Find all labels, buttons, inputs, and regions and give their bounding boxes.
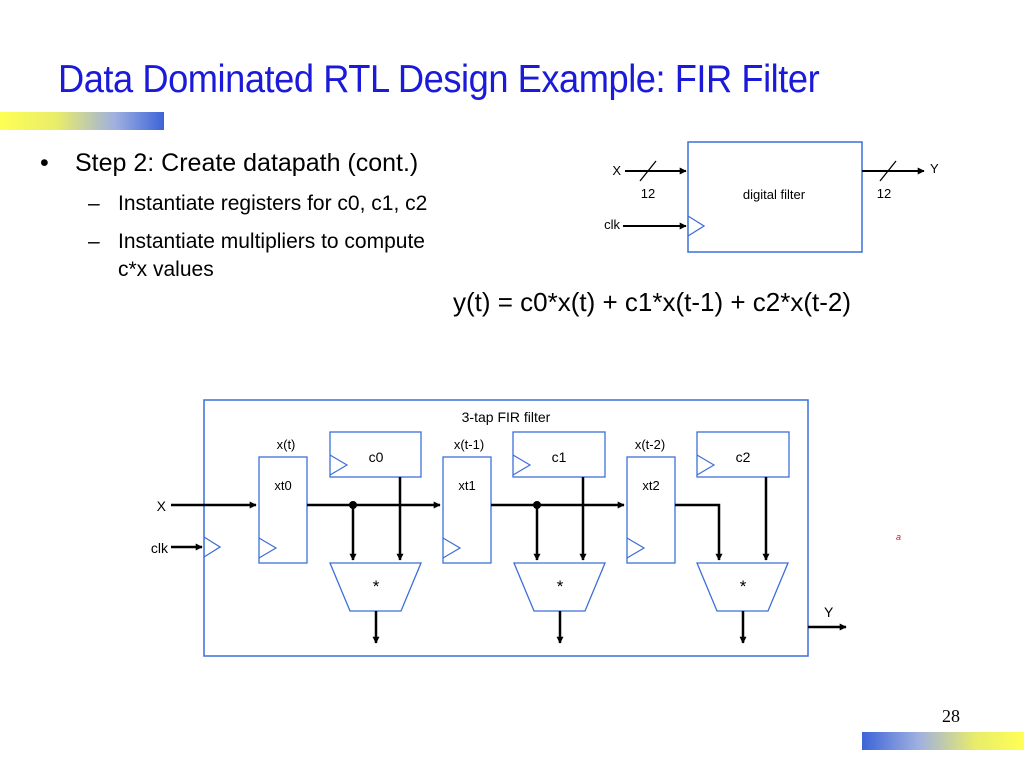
clock-triangle-icon [696, 454, 716, 476]
signal-xt-label: x(t) [277, 437, 296, 452]
slide-title: Data Dominated RTL Design Example: FIR F… [58, 58, 820, 101]
multiplier-0 [329, 562, 422, 612]
multiplier-2 [696, 562, 789, 612]
register-xt0-label: xt0 [274, 478, 291, 493]
bullet-list: • Step 2: Create datapath (cont.) – Inst… [30, 146, 450, 284]
x-input-label: X [612, 163, 621, 178]
clock-triangle-icon [203, 536, 222, 558]
sub-bullet-text: Instantiate multipliers to compute c*x v… [118, 230, 425, 281]
y-output-label: Y [824, 604, 834, 620]
digital-filter-label: digital filter [743, 187, 806, 202]
clock-triangle-icon [258, 537, 278, 559]
bullet-dot-icon: • [40, 149, 49, 177]
register-xt2-label: xt2 [642, 478, 659, 493]
y-output-label: Y [930, 161, 939, 176]
fir-filter-title: 3-tap FIR filter [462, 409, 551, 425]
sub-bullet-item: – Instantiate multipliers to compute c*x… [30, 228, 450, 284]
footer-accent-bar [862, 732, 1024, 750]
sub-bullet-item: – Instantiate registers for c0, c1, c2 [30, 190, 450, 218]
clock-triangle-icon [626, 537, 646, 559]
bus-width-slash [879, 160, 897, 182]
digital-filter-diagram: digital filter X 12 Y 12 clk [604, 141, 939, 253]
fir-filter-diagram: 3-tap FIR filter X clk Y xt0 x(t) xt1 x(… [151, 399, 847, 657]
register-xt1-label: xt1 [458, 478, 475, 493]
input-width-label: 12 [641, 186, 655, 201]
title-accent-bar [0, 112, 164, 130]
clock-triangle-icon [512, 454, 532, 476]
bullet-text: Step 2: Create datapath (cont.) [75, 149, 419, 177]
clk-input-label: clk [604, 217, 620, 232]
register-c1 [512, 431, 606, 478]
xt2-to-mult2-wire [675, 503, 723, 561]
register-c2 [696, 431, 790, 478]
multiplier-2-symbol: * [740, 577, 747, 596]
register-c1-label: c1 [552, 449, 567, 465]
stray-mark: a [896, 532, 901, 542]
register-xt1 [442, 456, 492, 564]
page-number: 28 [942, 706, 960, 726]
register-c0-label: c0 [369, 449, 384, 465]
filter-equation: y(t) = c0*x(t) + c1*x(t-1) + c2*x(t-2) [453, 287, 852, 317]
sub-bullet-dash-icon: – [88, 230, 100, 253]
bus-width-slash [639, 160, 657, 182]
multiplier-1-symbol: * [557, 577, 564, 596]
x-input-label: X [157, 498, 167, 514]
clock-triangle-icon [329, 454, 349, 476]
multiplier-0-symbol: * [373, 577, 380, 596]
register-c0 [329, 431, 422, 478]
bullet-item: • Step 2: Create datapath (cont.) [30, 146, 450, 180]
output-width-label: 12 [877, 186, 891, 201]
register-xt0 [258, 456, 308, 564]
signal-xt1-label: x(t-1) [454, 437, 484, 452]
digital-filter-block [687, 141, 863, 253]
signal-xt2-label: x(t-2) [635, 437, 665, 452]
clock-triangle-icon [442, 537, 462, 559]
register-c2-label: c2 [736, 449, 751, 465]
register-xt2 [626, 456, 676, 564]
multiplier-1 [513, 562, 606, 612]
clk-input-label: clk [151, 540, 169, 556]
clock-triangle-icon [687, 215, 706, 237]
sub-bullet-dash-icon: – [88, 192, 100, 215]
sub-bullet-text: Instantiate registers for c0, c1, c2 [118, 192, 428, 215]
